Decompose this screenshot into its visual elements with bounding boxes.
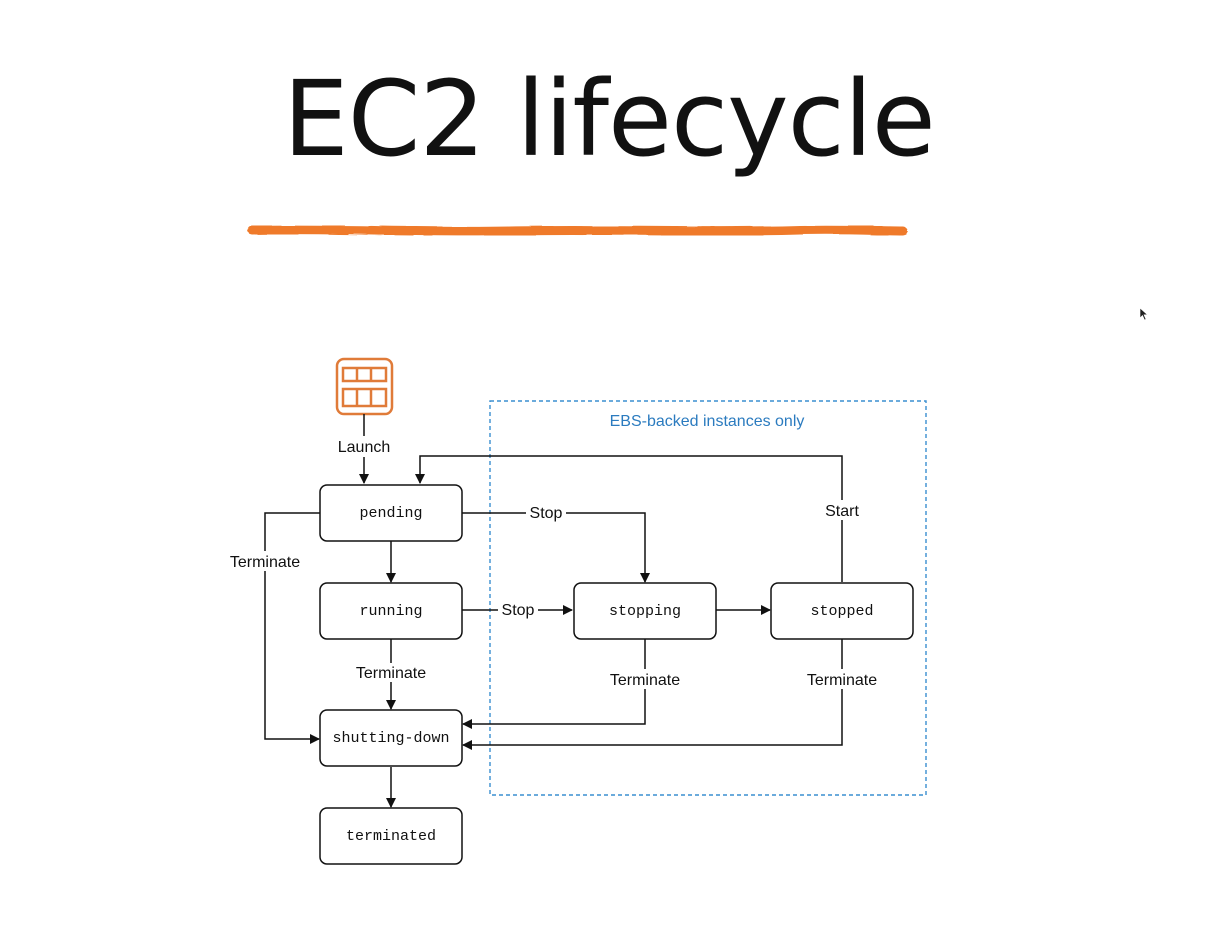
start-label: Start [825,503,859,520]
mouse-pointer-icon [1139,307,1149,321]
stopping-terminate-arrow-tail [462,689,646,729]
state-shutting-down: shutting-down [319,709,463,767]
pending-stop-label: Stop [530,505,563,522]
pending-stop-arrow [462,512,650,583]
stopped-terminate-arrow-tail [462,689,843,750]
ebs-region-box [489,400,927,796]
state-pending-label: pending [359,505,422,522]
pending-terminate-label: Terminate [230,554,300,571]
slide-title: EC2 lifecycle [283,58,936,180]
state-pending: pending [319,484,463,542]
state-running: running [319,582,463,640]
stopping-terminate-label: Terminate [610,672,680,689]
state-terminated: terminated [319,807,463,865]
state-shutting-down-label: shutting-down [332,730,449,747]
stopped-terminate-label: Terminate [807,672,877,689]
title-underline [247,225,908,236]
state-stopped: stopped [770,582,914,640]
state-terminated-label: terminated [346,828,436,845]
running-stop-label: Stop [502,602,535,619]
state-stopping-label: stopping [609,603,681,620]
ebs-region-label: EBS-backed instances only [610,413,805,430]
state-stopped-label: stopped [810,603,873,620]
ec2-instance-icon [335,357,394,416]
launch-label: Launch [338,439,391,456]
stopped-start-arrow [415,455,843,582]
running-terminate-label: Terminate [356,665,426,682]
state-stopping: stopping [573,582,717,640]
state-running-label: running [359,603,422,620]
pending-terminate-arrow [264,512,320,744]
